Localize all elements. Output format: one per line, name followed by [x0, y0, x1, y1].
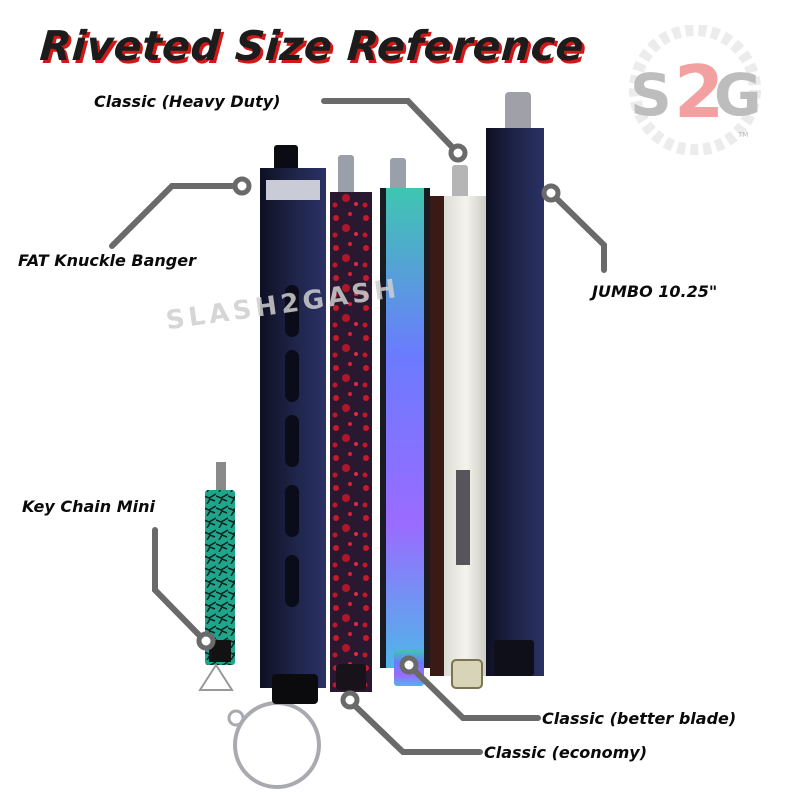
callout-dot-key-chain — [196, 631, 216, 651]
label-fat-knuckle-banger: FAT Knuckle Banger — [18, 251, 196, 270]
knife-key-chain-mini — [198, 462, 321, 789]
knife-classic-better-blade — [380, 158, 430, 686]
s2g-logo: S 2 G TM — [629, 25, 762, 155]
callout-key-chain-line — [152, 527, 203, 639]
label-classic-heavy-duty: Classic (Heavy Duty) — [94, 92, 281, 111]
callout-dot-economy — [340, 690, 360, 710]
knife-classic-economy — [330, 155, 372, 692]
callout-fat-knuckle-line — [109, 183, 237, 249]
callout-economy-line — [348, 699, 483, 755]
logo-tm: TM — [737, 131, 748, 139]
logo-g: G — [714, 61, 762, 129]
callout-better-blade-line — [409, 665, 541, 721]
label-key-chain-mini: Key Chain Mini — [22, 497, 156, 516]
callout-dot-better-blade — [399, 655, 419, 675]
knife-fat-knuckle-banger — [260, 145, 326, 704]
callout-dot-fat-knuckle — [232, 176, 252, 196]
label-jumbo: JUMBO 10.25" — [592, 282, 718, 301]
logo-2: 2 — [674, 50, 724, 134]
knife-classic-heavy-duty — [430, 165, 488, 689]
callout-dot-jumbo — [541, 183, 561, 203]
callout-jumbo-line — [551, 193, 607, 273]
callout-lines — [109, 98, 607, 755]
callout-heavy-duty-line — [321, 98, 458, 153]
callout-dot-heavy-duty — [448, 143, 468, 163]
label-classic-better-blade: Classic (better blade) — [542, 709, 737, 728]
knife-jumbo — [486, 92, 544, 676]
label-classic-economy: Classic (economy) — [484, 743, 648, 762]
callout-dots — [196, 143, 561, 710]
logo-s: S — [630, 61, 672, 129]
